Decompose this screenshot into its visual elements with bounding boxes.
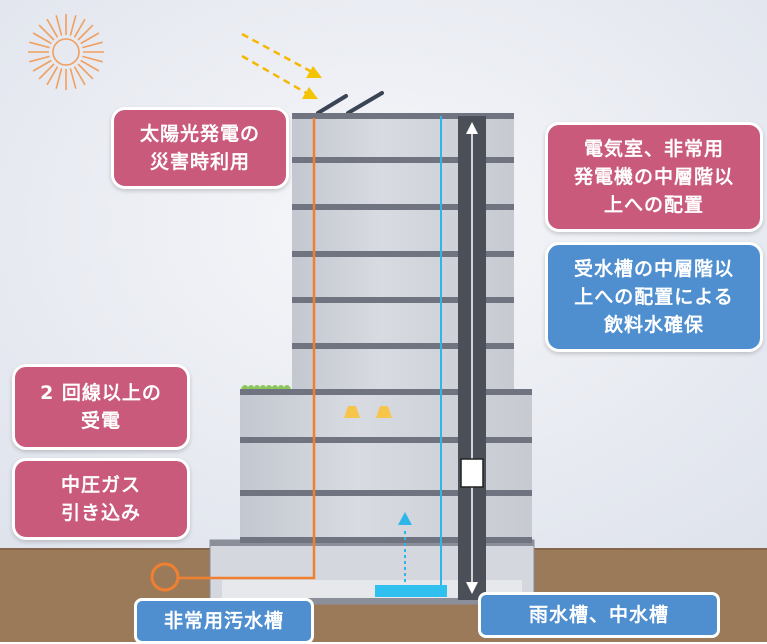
gas-intake-label: 中圧ガス 引き込み <box>12 458 190 540</box>
dual-line-power-label: 2 回線以上の 受電 <box>12 364 190 450</box>
power-intake-icon <box>150 562 180 592</box>
sun-icon <box>28 14 104 90</box>
sunlight-arrows <box>241 32 322 99</box>
light-fixture-icon <box>344 406 392 418</box>
water-tank-label: 受水槽の中層階以 上への配置による 飲料水確保 <box>545 242 763 352</box>
water-pump-arrow <box>398 512 412 582</box>
power-line <box>178 118 316 580</box>
elevator-car-icon <box>460 458 484 488</box>
electrical-room-label: 電気室、非常用 発電機の中層階以 上への配置 <box>545 122 763 232</box>
sewage-tank-label: 非常用汚水槽 <box>134 598 314 644</box>
floor-slabs <box>240 113 532 543</box>
rainwater-tank-label: 雨水槽、中水槽 <box>478 592 720 638</box>
solar-power-label: 太陽光発電の 災害時利用 <box>111 107 289 189</box>
rainwater-tank-icon <box>375 585 447 597</box>
solar-panel-icon <box>316 91 384 115</box>
elevator-shaft <box>458 116 486 600</box>
